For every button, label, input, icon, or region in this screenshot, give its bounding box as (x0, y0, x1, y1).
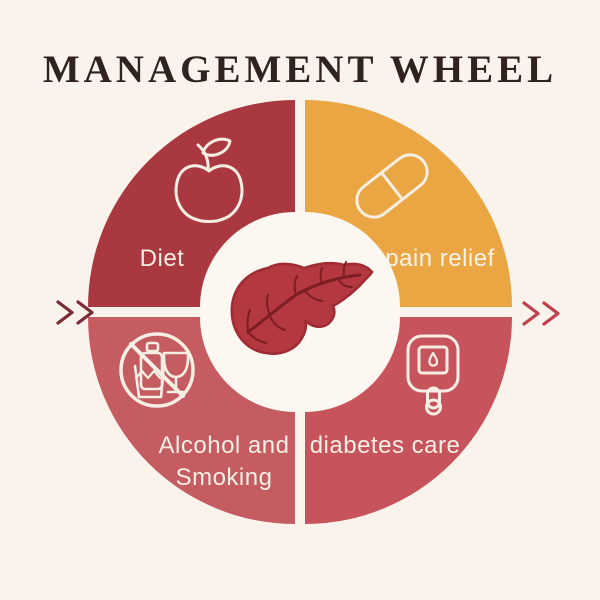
left-chevrons-icon (56, 300, 94, 325)
segment-label-pain-relief: pain relief (385, 245, 495, 272)
page-title: MANAGEMENT WHEEL (42, 48, 558, 91)
segment-pain-relief (305, 100, 512, 307)
segment-diabetes-care (305, 317, 512, 524)
segment-label-diet: Diet (140, 245, 185, 272)
pancreas-ducts (246, 261, 362, 344)
capsule-icon (355, 153, 429, 219)
segment-label-alcohol-line2: Smoking (176, 464, 273, 491)
no-alcohol-icon (119, 332, 195, 408)
segment-diet (88, 100, 295, 307)
segment-label-alcohol-line1: Alcohol and (159, 432, 290, 459)
glucose-meter-icon (406, 334, 460, 416)
right-chevrons-icon (522, 301, 560, 326)
pancreas-icon (230, 261, 374, 355)
apple-icon (174, 137, 244, 223)
segment-label-diabetes-care: diabetes care (310, 432, 461, 459)
